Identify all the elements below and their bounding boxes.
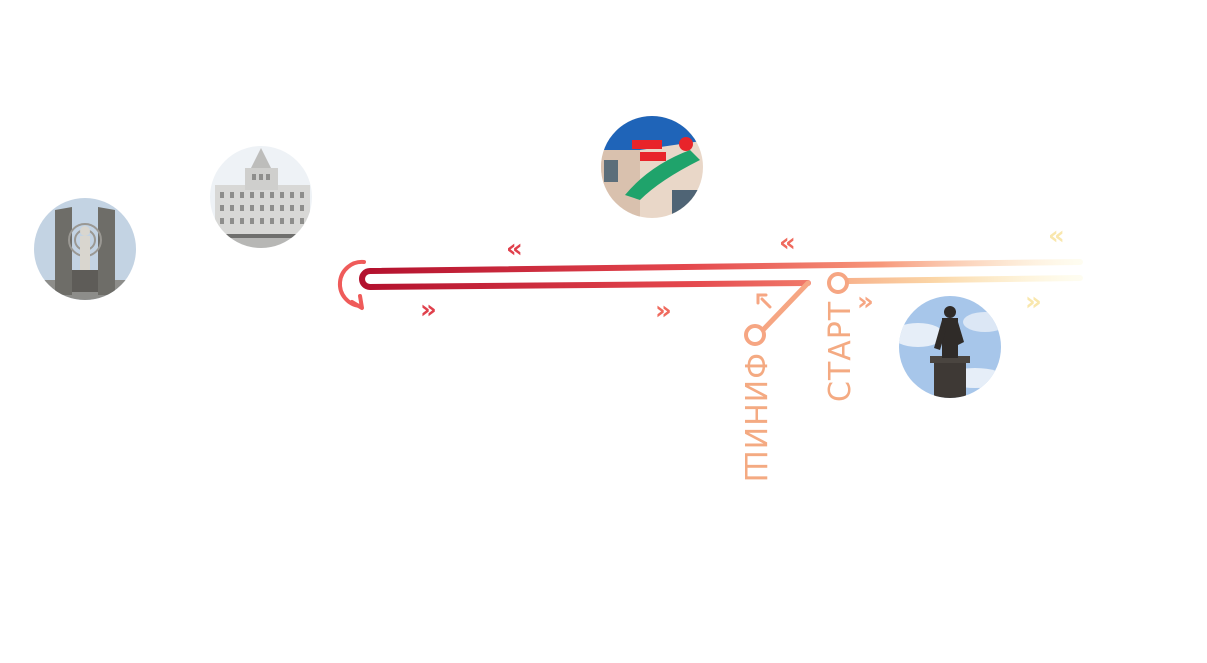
u-turn-arrow-icon (337, 259, 366, 310)
start-marker (827, 272, 849, 294)
direction-chevron-forward: » (655, 296, 672, 326)
direction-chevron-back: « (506, 234, 523, 264)
direction-chevron-back: « (779, 228, 796, 258)
route-finish-connector (760, 280, 811, 333)
finish-marker (744, 324, 766, 346)
finish-label: ФИНИШ (737, 353, 772, 483)
monument-photo (34, 198, 136, 300)
shop-sign-photo (601, 116, 703, 218)
route-track-lower (845, 275, 1083, 284)
start-label: СТАРТ (823, 301, 858, 402)
direction-chevron-forward: » (857, 287, 874, 317)
finish-turn-arrow-icon (756, 293, 772, 309)
direction-chevron-forward: » (420, 295, 437, 325)
route-track-upper (359, 259, 1083, 290)
direction-chevron-back: « (1048, 221, 1065, 251)
statue-photo (899, 296, 1001, 398)
tower-building-photo (210, 146, 312, 248)
direction-chevron-forward: » (1025, 287, 1042, 317)
